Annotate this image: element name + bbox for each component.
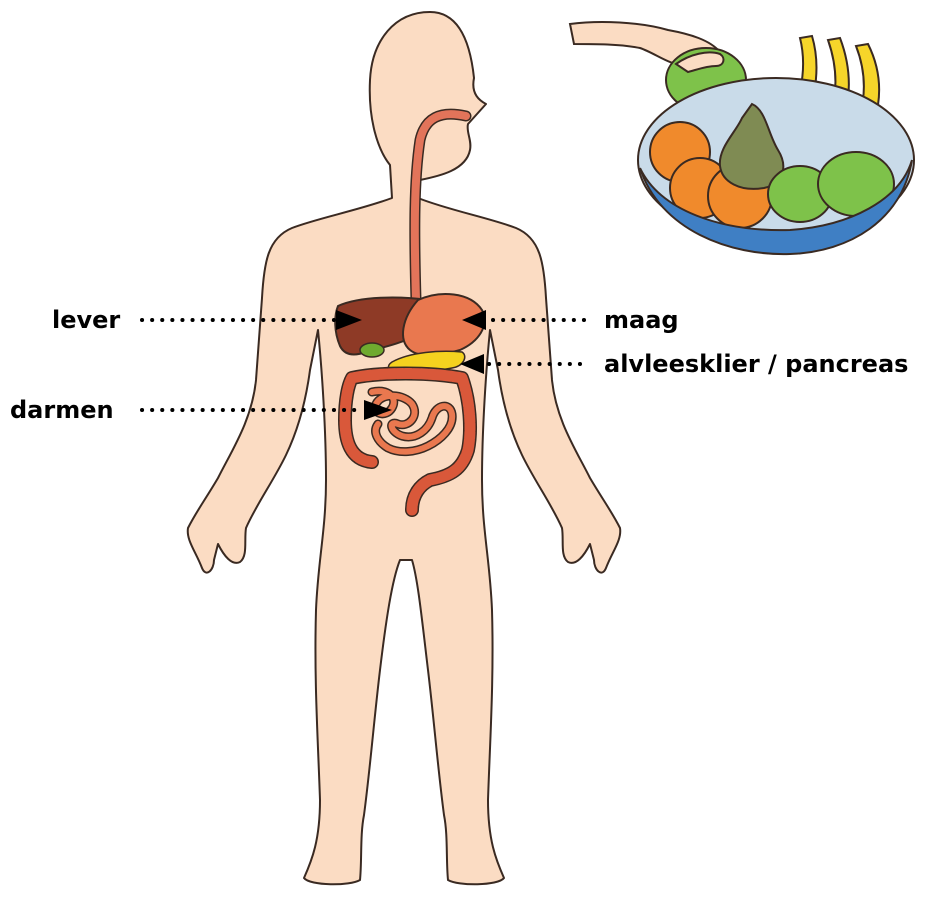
gallbladder [360, 343, 384, 357]
liver-label: lever [52, 308, 120, 332]
pancreas-label: alvleesklier / pancreas [604, 352, 908, 376]
fruit-bowl [570, 22, 914, 254]
intestines-label: darmen [10, 398, 114, 422]
stomach-label: maag [604, 308, 679, 332]
